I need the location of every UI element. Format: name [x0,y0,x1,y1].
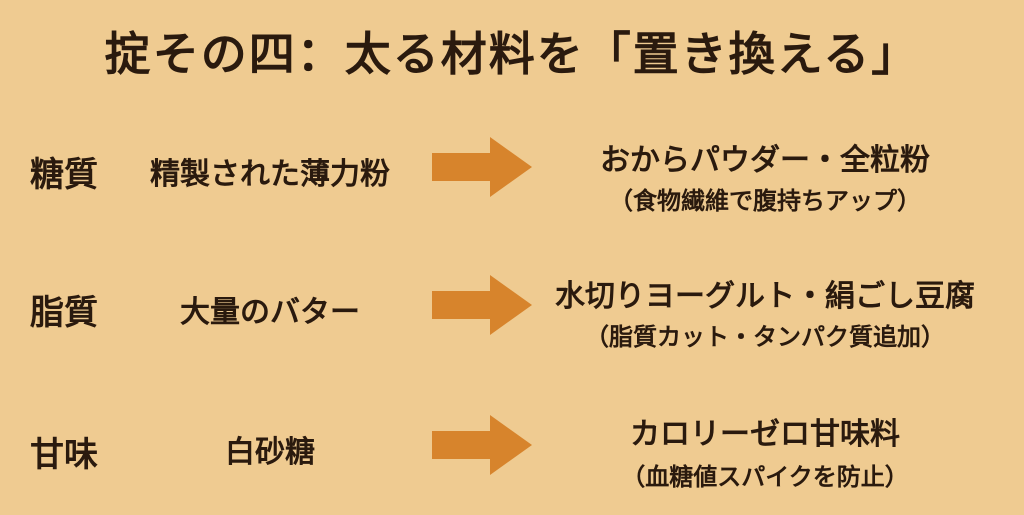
replacement-benefit: （食物繊維で腹持ちアップ） [609,187,921,215]
replacement-ingredient: カロリーゼロ甘味料 [630,417,900,452]
arrow-right-icon [432,137,532,197]
arrow-right-icon [432,275,532,335]
page-title: 掟その四：太る材料を「置き換える」 [104,27,920,81]
replacement-ingredient: おからパウダー・全粒粉 [600,143,930,178]
original-ingredient: 精製された薄力粉 [150,157,390,192]
original-ingredient: 大量のバター [180,295,360,330]
category-label: 糖質 [30,155,98,195]
arrow-right-icon [432,415,532,475]
original-ingredient: 白砂糖 [225,435,315,470]
replacement-row-sweetener: 甘味 白砂糖 カロリーゼロ甘味料 （血糖値スパイクを防止） [0,395,1024,515]
replacement-benefit: （脂質カット・タンパク質追加） [585,323,945,351]
category-label: 脂質 [30,293,98,333]
replacement-row-sugar: 糖質 精製された薄力粉 おからパウダー・全粒粉 （食物繊維で腹持ちアップ） [0,125,1024,245]
replacement-ingredient: 水切りヨーグルト・絹ごし豆腐 [555,279,975,314]
replacement-row-fat: 脂質 大量のバター 水切りヨーグルト・絹ごし豆腐 （脂質カット・タンパク質追加） [0,265,1024,385]
replacement-benefit: （血糖値スパイクを防止） [621,463,909,491]
category-label: 甘味 [30,435,98,475]
